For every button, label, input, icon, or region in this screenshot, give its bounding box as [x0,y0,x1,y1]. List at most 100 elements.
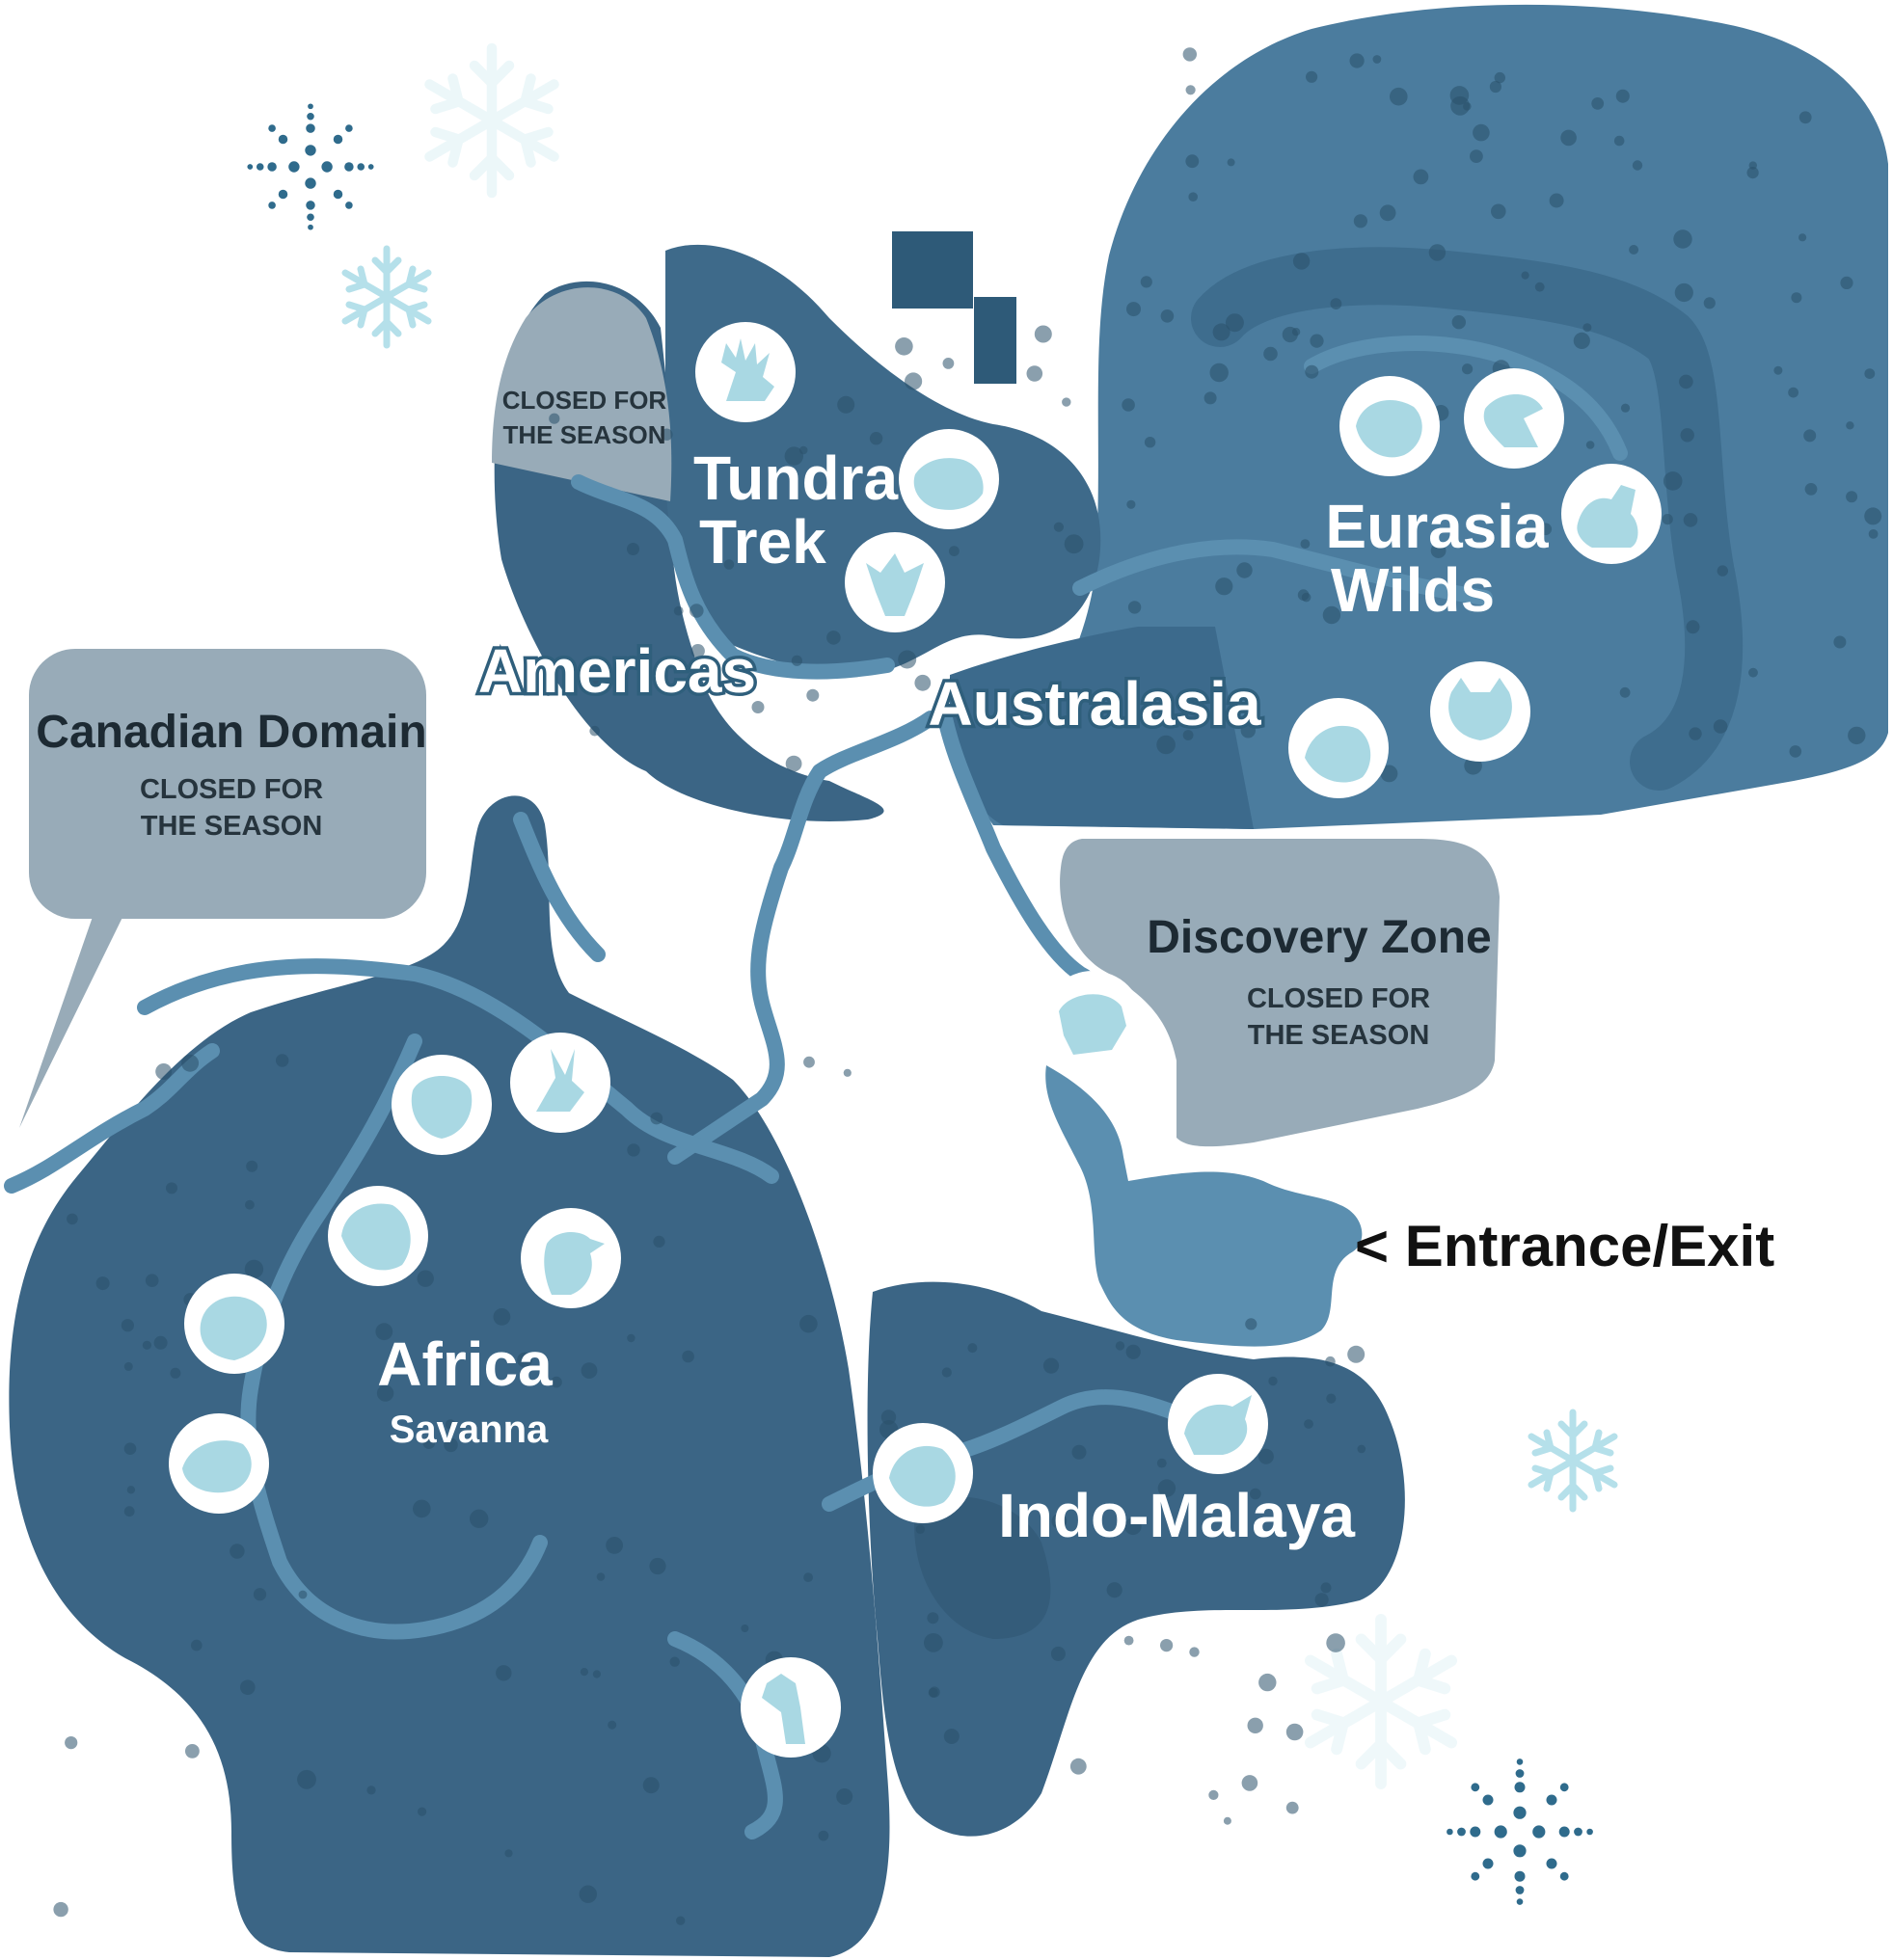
canadian-domain-line1: CLOSED FOR [140,774,323,805]
tree-dot [1126,499,1136,509]
tree-dot [1679,374,1693,389]
tree-dot [166,1182,177,1195]
camel-icon[interactable] [1561,464,1662,564]
penguin-icon[interactable] [521,1208,621,1308]
tree-dot [837,395,855,414]
reindeer-icon[interactable] [695,322,796,422]
tree-dot [1489,80,1501,94]
tree-dot [1124,1517,1142,1536]
tree-dot [126,1486,136,1494]
eagle-icon[interactable] [1464,368,1564,469]
tree-dot [1379,204,1396,222]
africa-savanna-label: Savanna [390,1409,549,1451]
canadian-domain-pointer [19,892,135,1128]
tree-dot [1591,97,1605,110]
discovery-zone-line2: THE SEASON [1248,1020,1430,1051]
tiger-icon[interactable] [1288,698,1389,798]
tree-dot [942,358,955,369]
tree-dot [1245,1318,1257,1330]
tree-dot [1330,298,1342,309]
tree-dot [1491,203,1506,220]
tree-dot [246,1160,258,1172]
zone-australasia[interactable] [950,627,1254,829]
tree-dot [1257,1448,1274,1464]
tree-dot [1791,292,1802,304]
giraffe-icon[interactable] [741,1657,841,1758]
tundra-closed-line2: THE SEASON [502,420,665,449]
antelope-icon[interactable] [510,1033,610,1133]
tree-dot [905,372,923,390]
tree-dot [1689,727,1702,740]
tree-dot [1798,111,1812,124]
americas-label: Americas [478,636,756,706]
tree-dot [504,1849,513,1858]
tree-dot [1304,1419,1313,1429]
tree-dot [803,1572,813,1582]
tree-dot [1673,229,1692,249]
tree-dot [1746,167,1759,179]
snowflake-top-left-light [345,249,428,345]
tree-dot [1285,1801,1299,1814]
lion-icon[interactable] [328,1186,428,1286]
tree-dot [924,1633,943,1652]
tree-dot [1347,1345,1366,1363]
cheetah-icon[interactable] [169,1413,269,1514]
tree-dot [1632,160,1643,171]
tree-dot [1209,362,1229,383]
zone-indo-malaya[interactable] [867,1281,1405,1837]
tree-dot [1203,391,1217,405]
animal-icons [169,322,1662,1758]
bison-icon[interactable] [1042,971,1143,1071]
discovery-zone-closed[interactable] [1060,839,1500,1147]
tree-dot [1310,334,1324,348]
indo-inner-area [914,1496,1051,1639]
tree-dot [1390,87,1408,106]
tree-dot [1215,577,1233,596]
tree-dot [53,1901,68,1918]
tree-dot [1788,387,1798,398]
tree-dot [669,1656,680,1667]
tree-dot [170,1367,181,1379]
tree-dot [627,1143,640,1157]
rhino-icon[interactable] [1168,1374,1268,1474]
tree-dot [1325,1356,1336,1367]
wolf-icon[interactable] [845,532,945,632]
tree-dot [1413,169,1429,185]
tree-dot [1380,765,1398,783]
tree-dot [121,1319,134,1332]
zone-africa-savanna[interactable] [9,795,890,1958]
tree-dot [642,1777,660,1794]
red-panda-icon[interactable] [1430,661,1530,762]
tree-dot [1026,365,1043,382]
tree-dot [417,1270,434,1287]
tree-dot [142,1340,151,1350]
tree-dot [592,1670,602,1678]
entrance-exit-label[interactable]: < Entrance/Exit [1355,1214,1774,1278]
eurasia-inner-trail [1191,247,1744,791]
tree-dot [1268,1376,1278,1386]
sumatran-tiger-icon[interactable] [873,1423,973,1523]
canadian-domain-title: Canadian Domain [36,707,426,758]
canadian-domain-callout[interactable] [29,649,426,919]
tree-dot [690,644,705,658]
tree-dot [123,1506,135,1517]
tree-dot [1462,363,1474,375]
tree-dot [376,1384,394,1402]
tree-dot [1680,428,1694,443]
tree-dot [661,428,673,441]
tree-dot [949,546,960,556]
tree-dot [1620,403,1631,413]
lemur-icon[interactable] [392,1055,492,1155]
tree-dot [470,1509,489,1529]
tree-dot [1840,276,1853,289]
tree-dot [898,650,917,669]
tree-dot [1494,71,1506,84]
snow-leopard-icon[interactable] [1339,376,1440,476]
tree-dot [544,687,553,697]
tree-dot [1372,55,1382,64]
tree-dot [1748,667,1758,678]
tree-dot [1160,309,1175,323]
tree-dot [155,1063,173,1080]
polar-bear-icon[interactable] [899,429,999,529]
gorilla-icon[interactable] [184,1274,284,1374]
